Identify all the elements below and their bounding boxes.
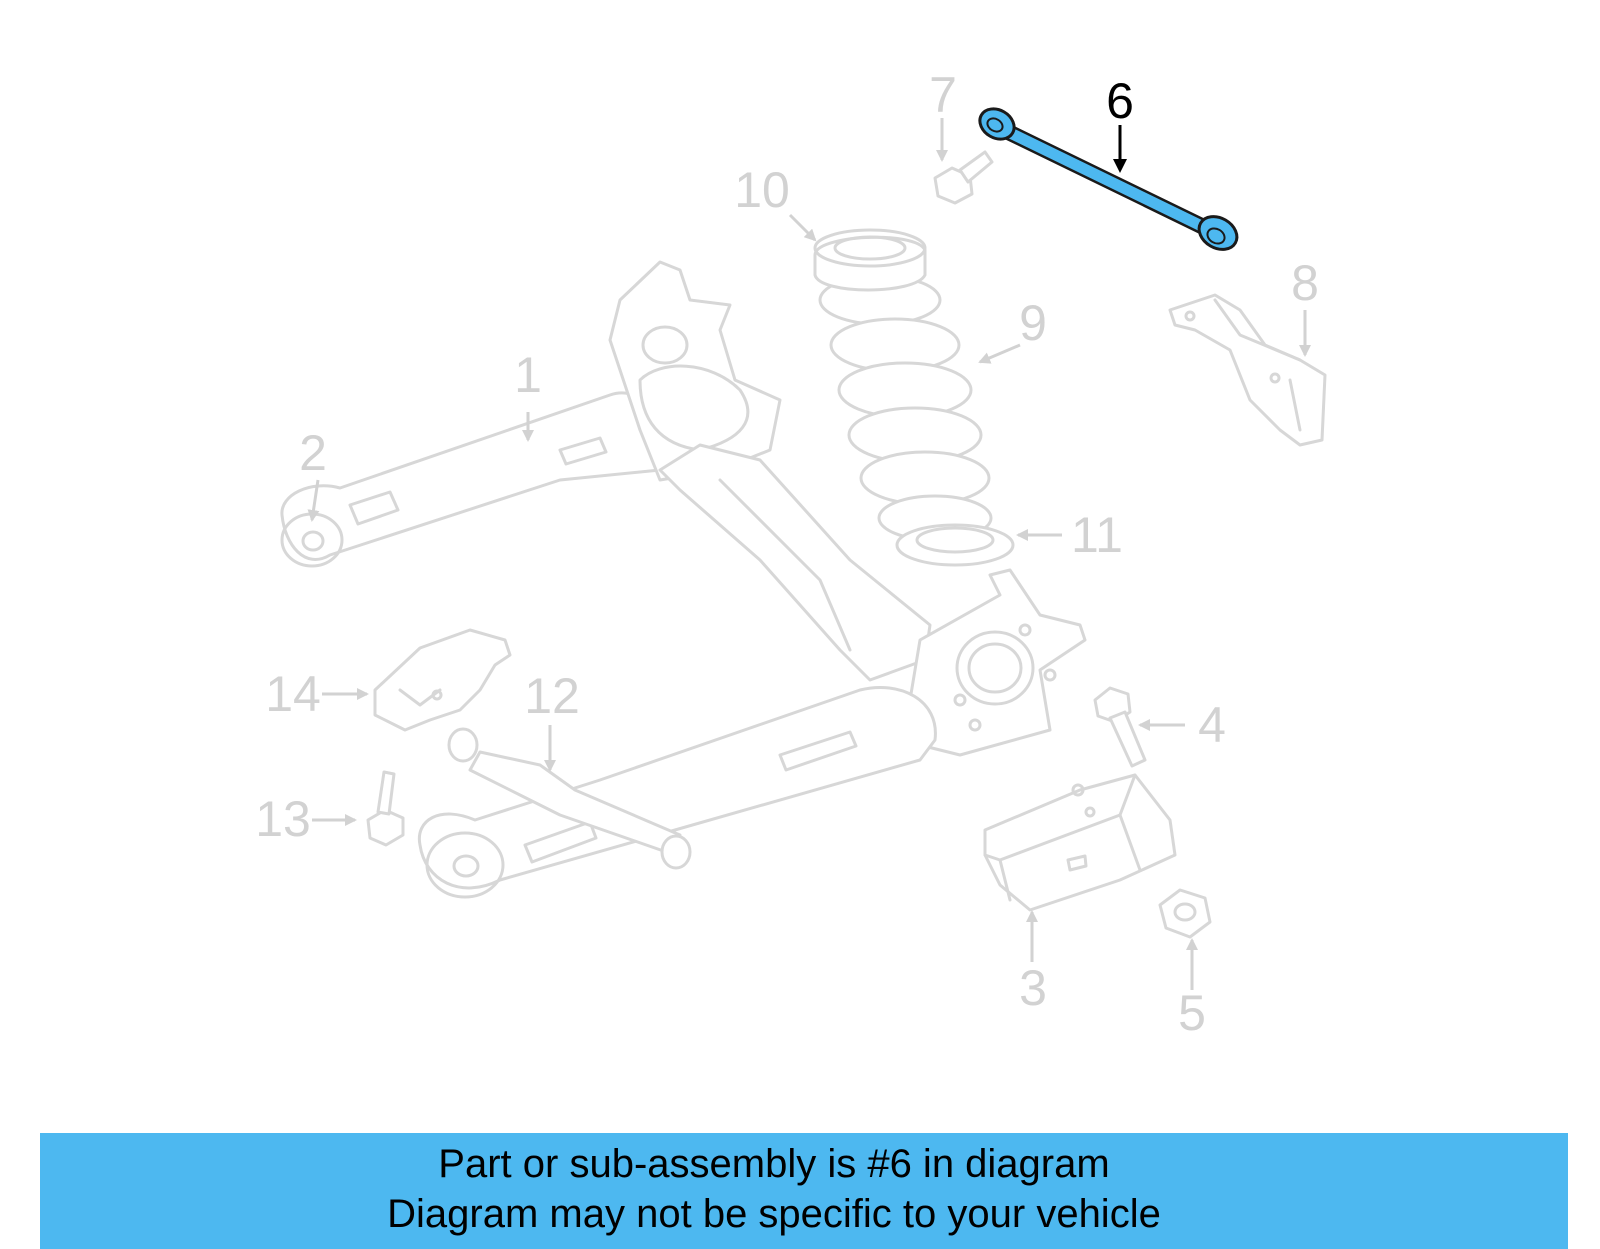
bolt-part-13 [366,770,405,847]
bolt-part-4 [1093,686,1147,768]
nut-part-5 [1158,888,1212,939]
callout-arrows [307,118,1311,990]
callout-label-7[interactable]: 7 [929,67,957,123]
banner-line-1: Part or sub-assembly is #6 in diagram [438,1142,1110,1186]
banner-line-2: Diagram may not be specific to your vehi… [387,1192,1161,1236]
bolt-part-7 [933,150,994,205]
shock-absorber-part-12 [447,727,692,870]
shield-part-14 [373,628,512,732]
callout-label-4[interactable]: 4 [1198,697,1226,753]
callout-label-5[interactable]: 5 [1178,985,1206,1041]
callout-arrow-9 [978,343,1021,364]
callout-label-9[interactable]: 9 [1019,295,1047,351]
callout-label-12[interactable]: 12 [524,668,580,724]
coil-spring-part-9 [818,274,993,542]
upper-insulator-part-10 [813,228,927,292]
lateral-link-part-6[interactable] [974,103,1242,256]
lower-insulator-part-11 [895,523,1015,567]
callout-label-1[interactable]: 1 [514,347,542,403]
callout-label-10[interactable]: 10 [734,162,790,218]
callout-labels: 1 2 3 4 5 6 7 8 9 10 11 12 13 14 [255,67,1319,1041]
callout-label-6[interactable]: 6 [1106,73,1134,129]
callout-label-13[interactable]: 13 [255,791,311,847]
callout-label-2[interactable]: 2 [299,425,327,481]
callout-label-11[interactable]: 11 [1071,507,1123,563]
callout-arrow-2 [307,479,320,522]
callout-arrow-10 [788,213,817,242]
callout-label-8[interactable]: 8 [1291,255,1319,311]
bracket-part-3 [983,773,1177,912]
mount-bracket-part-8 [1168,293,1327,447]
rear-axle-part [280,260,1087,899]
callout-label-14[interactable]: 14 [265,666,321,722]
callout-label-3[interactable]: 3 [1019,960,1047,1016]
info-banner: Part or sub-assembly is #6 in diagram Di… [40,1133,1568,1249]
